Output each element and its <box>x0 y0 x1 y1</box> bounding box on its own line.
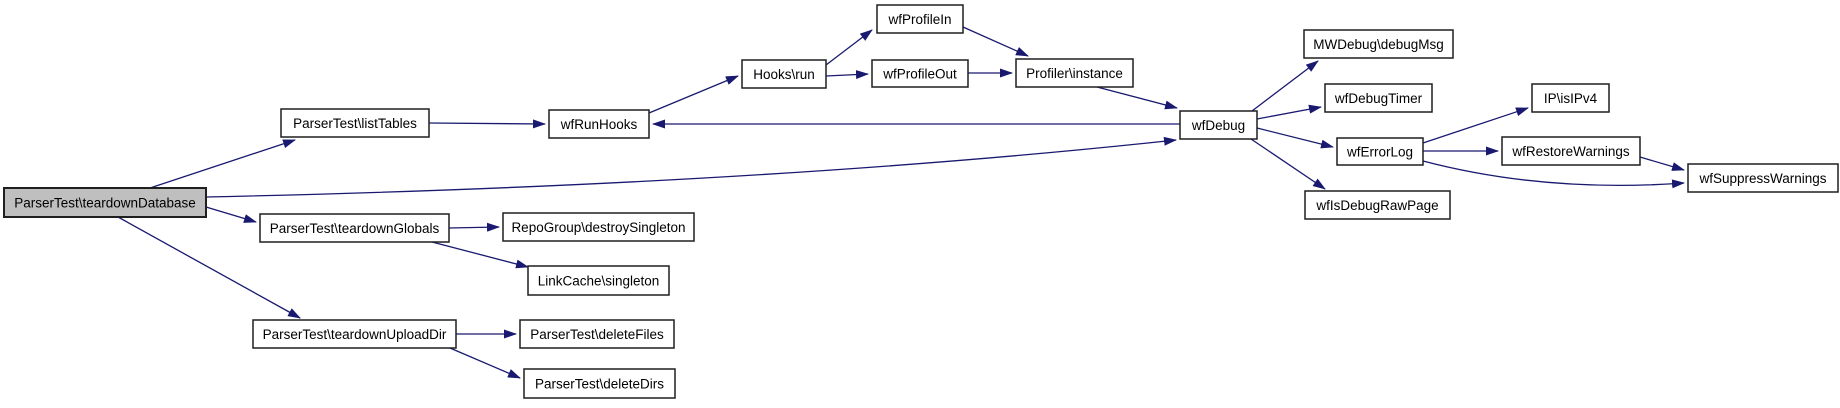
node-label-link-cache-singleton: LinkCache\singleton <box>538 273 660 288</box>
node-box-mwdebug-debugmsg[interactable] <box>1303 29 1454 59</box>
node-box-wf-suppress-warnings[interactable] <box>1687 163 1839 193</box>
node-label-delete-dirs: ParserTest\deleteDirs <box>535 376 664 391</box>
edge-hooks-run-to-wf-profile-out <box>825 70 869 80</box>
node-label-teardown-globals: ParserTest\teardownGlobals <box>270 221 440 236</box>
node-wf-run-hooks[interactable]: wfRunHooks <box>548 109 650 139</box>
node-box-wf-profile-in[interactable] <box>876 4 964 34</box>
edge-teardown-globals-to-repo-group-destroy-singleton <box>448 222 500 232</box>
node-wf-debug[interactable]: wfDebug <box>1179 110 1258 140</box>
node-box-repo-group-destroy-singleton[interactable] <box>502 212 695 242</box>
edge-wf-run-hooks-to-hooks-run <box>648 75 739 114</box>
node-mwdebug-debugmsg[interactable]: MWDebug\debugMsg <box>1303 29 1454 59</box>
node-box-wf-run-hooks[interactable] <box>548 109 650 139</box>
node-label-wf-debug: wfDebug <box>1191 118 1245 133</box>
edge-teardown-database-to-teardown-globals <box>205 206 257 223</box>
node-label-wf-error-log: wfErrorLog <box>1346 144 1413 159</box>
edge-wf-restore-warnings-to-wf-suppress-warnings <box>1639 156 1685 171</box>
node-box-wf-error-log[interactable] <box>1336 137 1424 166</box>
node-box-ip-is-ipv4[interactable] <box>1531 83 1610 113</box>
node-wf-restore-warnings[interactable]: wfRestoreWarnings <box>1501 136 1641 166</box>
edge-wf-debug-to-wf-error-log <box>1256 127 1334 149</box>
node-wf-suppress-warnings[interactable]: wfSuppressWarnings <box>1687 163 1839 193</box>
node-label-wf-restore-warnings: wfRestoreWarnings <box>1511 144 1630 159</box>
node-profiler-instance[interactable]: Profiler\instance <box>1015 58 1134 88</box>
node-teardown-upload-dir[interactable]: ParserTest\teardownUploadDir <box>252 319 457 349</box>
node-box-wf-profile-out[interactable] <box>871 59 969 88</box>
node-box-delete-dirs[interactable] <box>523 368 676 399</box>
node-wf-profile-in[interactable]: wfProfileIn <box>876 4 964 34</box>
node-list-tables[interactable]: ParserTest\listTables <box>280 108 430 138</box>
node-hooks-run[interactable]: Hooks\run <box>741 59 827 89</box>
node-label-delete-files: ParserTest\deleteFiles <box>530 327 664 342</box>
edge-hooks-run-to-wf-profile-in <box>825 29 873 66</box>
node-label-wf-debug-timer: wfDebugTimer <box>1334 91 1423 106</box>
edge-list-tables-to-wf-run-hooks <box>428 119 546 129</box>
node-label-hooks-run: Hooks\run <box>753 67 815 82</box>
edge-teardown-database-to-list-tables <box>149 139 296 189</box>
node-box-teardown-database <box>3 187 207 218</box>
node-box-delete-files[interactable] <box>519 319 675 349</box>
node-label-wf-suppress-warnings: wfSuppressWarnings <box>1698 171 1826 186</box>
node-label-ip-is-ipv4: IP\isIPv4 <box>1544 91 1598 106</box>
edge-teardown-upload-dir-to-delete-dirs <box>449 347 521 379</box>
edge-teardown-database-to-teardown-upload-dir <box>117 216 301 319</box>
edge-wf-debug-to-wf-is-debug-raw-page <box>1250 138 1326 190</box>
node-label-wf-is-debug-raw-page: wfIsDebugRawPage <box>1315 198 1438 213</box>
node-label-repo-group-destroy-singleton: RepoGroup\destroySingleton <box>511 220 685 235</box>
edge-teardown-database-to-wf-debug <box>205 136 1177 198</box>
node-teardown-database: ParserTest\teardownDatabase <box>3 187 207 218</box>
node-label-wf-profile-in: wfProfileIn <box>887 12 951 27</box>
node-wf-error-log[interactable]: wfErrorLog <box>1336 137 1424 166</box>
node-box-wf-is-debug-raw-page[interactable] <box>1304 190 1451 220</box>
edge-wf-error-log-to-wf-suppress-warnings <box>1422 160 1685 189</box>
node-teardown-globals[interactable]: ParserTest\teardownGlobals <box>259 213 450 243</box>
edge-wf-debug-to-mwdebug-debugmsg <box>1251 60 1319 112</box>
node-label-teardown-database: ParserTest\teardownDatabase <box>14 195 196 210</box>
node-wf-profile-out[interactable]: wfProfileOut <box>871 59 969 88</box>
node-label-list-tables: ParserTest\listTables <box>293 116 417 131</box>
node-label-wf-run-hooks: wfRunHooks <box>560 117 638 132</box>
edge-wf-profile-in-to-profiler-instance <box>962 26 1029 57</box>
node-label-mwdebug-debugmsg: MWDebug\debugMsg <box>1313 37 1444 52</box>
edge-teardown-globals-to-link-cache-singleton <box>431 241 529 269</box>
node-wf-is-debug-raw-page[interactable]: wfIsDebugRawPage <box>1304 190 1451 220</box>
node-box-hooks-run[interactable] <box>741 59 827 89</box>
node-box-wf-debug[interactable] <box>1179 110 1258 140</box>
node-box-list-tables[interactable] <box>280 108 430 138</box>
node-box-teardown-globals[interactable] <box>259 213 450 243</box>
node-box-wf-debug-timer[interactable] <box>1324 83 1433 113</box>
node-link-cache-singleton[interactable]: LinkCache\singleton <box>527 265 670 296</box>
node-label-profiler-instance: Profiler\instance <box>1026 66 1123 81</box>
node-delete-dirs[interactable]: ParserTest\deleteDirs <box>523 368 676 399</box>
node-box-profiler-instance[interactable] <box>1015 58 1134 88</box>
node-wf-debug-timer[interactable]: wfDebugTimer <box>1324 83 1433 113</box>
edge-wf-error-log-to-ip-is-ipv4 <box>1422 107 1529 144</box>
edge-wf-debug-to-wf-debug-timer <box>1256 104 1322 120</box>
node-label-teardown-upload-dir: ParserTest\teardownUploadDir <box>263 327 447 342</box>
node-label-wf-profile-out: wfProfileOut <box>882 66 957 81</box>
node-box-link-cache-singleton[interactable] <box>527 265 670 296</box>
edge-profiler-instance-to-wf-debug <box>1096 86 1178 110</box>
node-ip-is-ipv4[interactable]: IP\isIPv4 <box>1531 83 1610 113</box>
node-box-wf-restore-warnings[interactable] <box>1501 136 1641 166</box>
node-delete-files[interactable]: ParserTest\deleteFiles <box>519 319 675 349</box>
node-repo-group-destroy-singleton[interactable]: RepoGroup\destroySingleton <box>502 212 695 242</box>
node-box-teardown-upload-dir[interactable] <box>252 319 457 349</box>
